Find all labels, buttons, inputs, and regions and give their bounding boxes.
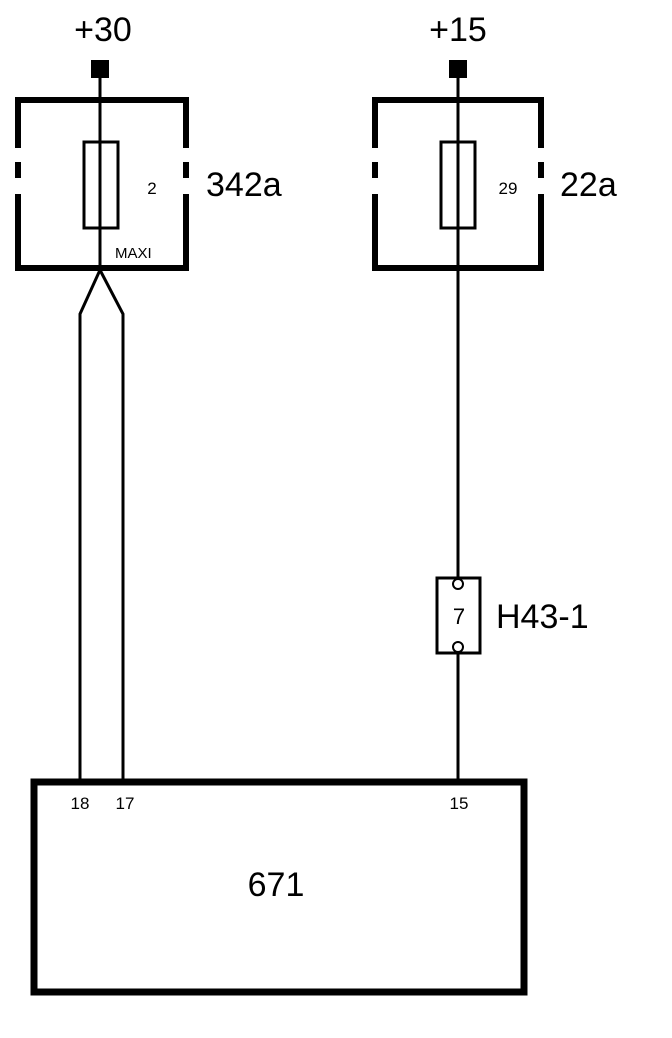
wire-pin-18 (78, 269, 102, 782)
connector-label-h43-1: H43-1 (496, 598, 589, 636)
fuse-box-label-22a: 22a (560, 166, 617, 204)
connector-pin-top (452, 578, 464, 590)
terminal-marker-15 (449, 60, 467, 78)
terminal-label-30: +30 (74, 11, 132, 49)
fuse-number-label: 2 (147, 179, 156, 198)
control-unit-671 (30, 778, 528, 996)
fuse-number-label: 29 (499, 179, 518, 198)
connector-h43-1 (435, 576, 482, 655)
pin-label-15: 15 (450, 794, 469, 813)
connector-pin-label: 7 (453, 604, 465, 629)
fuse-box-342a (15, 97, 189, 271)
terminal-label-15: +15 (429, 11, 487, 49)
connector-pin-bottom (452, 641, 464, 653)
pin-label-17: 17 (116, 794, 135, 813)
wire-pin-17 (98, 269, 125, 782)
terminal-marker-30 (91, 60, 109, 78)
fuse-box-label-342a: 342a (206, 166, 282, 204)
control-unit-label-671: 671 (248, 866, 305, 904)
fuse-type-label: MAXI (115, 245, 152, 262)
pin-label-18: 18 (71, 794, 90, 813)
